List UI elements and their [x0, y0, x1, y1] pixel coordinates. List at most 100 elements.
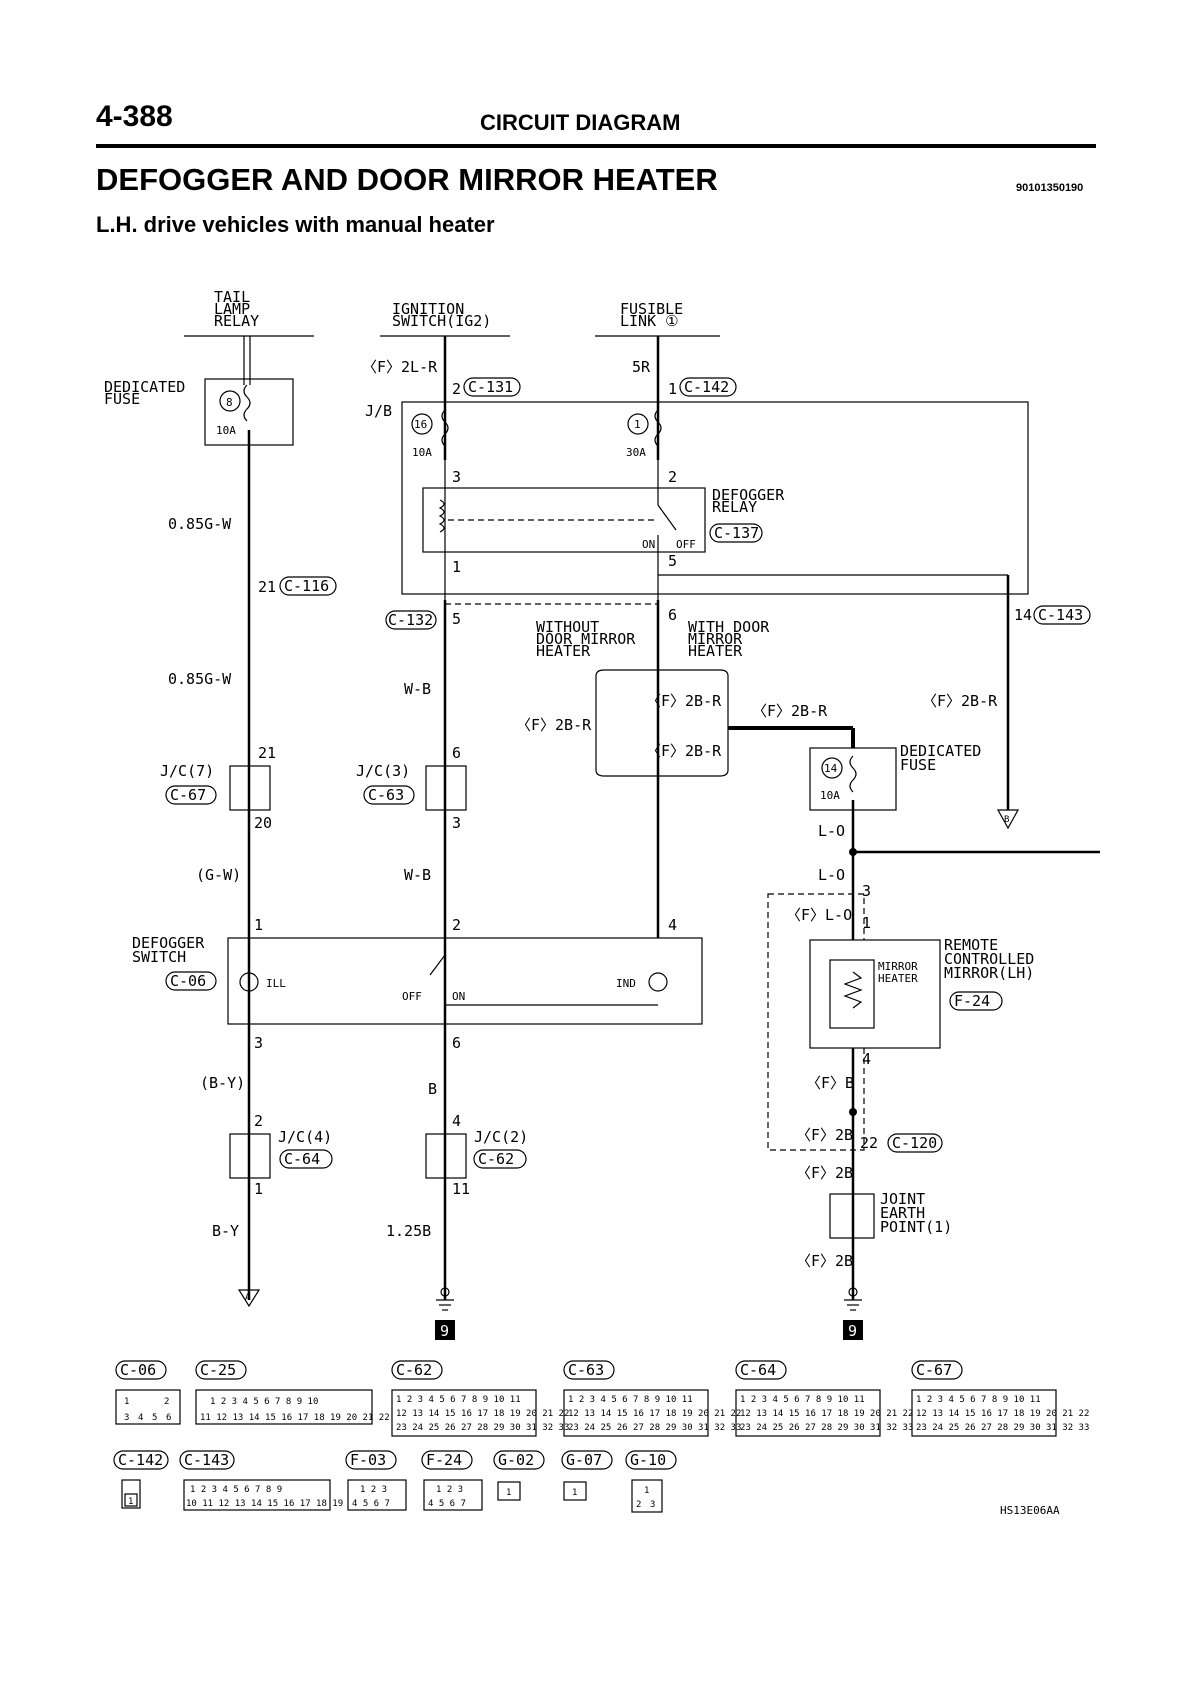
conn-c67-tag — [911, 1360, 963, 1380]
c63-tag — [363, 785, 415, 805]
mirror-heater-label-1: MIRROR — [878, 960, 918, 973]
page-title: DEFOGGER AND DOOR MIRROR HEATER — [96, 162, 718, 197]
wire-f2b-2: 〈F〉2B — [796, 1164, 853, 1182]
dedicated-fuse-label-1: DEDICATED — [104, 378, 185, 396]
connector-f24-face: 1 2 3 4 5 6 7 — [423, 1479, 483, 1511]
jc7-bottom-pin: 20 — [254, 814, 272, 832]
wire-wb-1: W-B — [404, 680, 431, 698]
joint-earth-label-2: EARTH — [880, 1204, 925, 1222]
mirror-heater-label-2: HEATER — [878, 972, 918, 985]
conn-c06-tag — [115, 1360, 167, 1380]
c132-label: C-132 — [388, 611, 433, 629]
f03-pins-bottom: 4 5 6 7 — [352, 1499, 390, 1509]
earth-right-badge — [843, 1320, 863, 1340]
conn-c62-label: C-62 — [396, 1361, 432, 1379]
connector-c67-face: 1 2 3 4 5 6 7 8 9 10 11 12 13 14 15 16 1… — [911, 1389, 1089, 1437]
jc2-label: J/C(2) — [474, 1128, 528, 1146]
c120-label: C-120 — [892, 1134, 937, 1152]
f24-label: F-24 — [954, 992, 990, 1010]
c143-pins-top: 1 2 3 4 5 6 7 8 9 — [190, 1485, 282, 1495]
conn-c143-label: C-143 — [184, 1451, 229, 1469]
without-label-1: WITHOUT — [536, 618, 599, 636]
jc4-label: J/C(4) — [278, 1128, 332, 1146]
c63-label: C-63 — [368, 786, 404, 804]
c116-tag — [279, 576, 337, 596]
ill-label: ILL — [266, 977, 286, 990]
c116-label: C-116 — [284, 577, 329, 595]
c131-label: C-131 — [468, 378, 513, 396]
g07-pin-1: 1 — [572, 1488, 577, 1498]
fuse-1-element — [654, 409, 662, 447]
connector-c142-face: 1 — [121, 1479, 141, 1509]
earth-left-badge — [435, 1320, 455, 1340]
f24-tag — [949, 991, 1003, 1011]
splice-fb — [849, 1108, 857, 1116]
switch-off: OFF — [402, 990, 422, 1003]
dedicated-fuse2-label-1: DEDICATED — [900, 742, 981, 760]
jc7-top-pin: 21 — [258, 744, 276, 762]
fuse-16-number-circle — [411, 413, 433, 435]
c142-pin-1: 1 — [128, 1497, 133, 1507]
c143-pins-bottom: 10 11 12 13 14 15 16 17 18 19 — [186, 1499, 343, 1509]
conn-c64-tag — [735, 1360, 787, 1380]
wire-b: B — [428, 1080, 437, 1098]
c67-label: C-67 — [170, 786, 206, 804]
defogger-relay-box — [422, 487, 706, 553]
relay-off: OFF — [676, 538, 696, 551]
with-label-1: WITH DOOR — [688, 618, 770, 636]
relay-contact — [657, 504, 677, 531]
conn-c142-label: C-142 — [118, 1451, 163, 1469]
earth-left-terminal — [440, 1287, 450, 1297]
f03-pins-top: 1 2 3 — [360, 1485, 387, 1495]
connector-c62-face: 1 2 3 4 5 6 7 8 9 10 11 12 13 14 15 16 1… — [391, 1389, 569, 1437]
tail-lamp-label-1: TAIL — [214, 288, 250, 306]
connector-c143-face: 1 2 3 4 5 6 7 8 9 10 11 12 13 14 15 16 1… — [183, 1479, 343, 1511]
remote-label-2: CONTROLLED — [944, 950, 1034, 968]
relay-pin-2: 2 — [668, 468, 677, 486]
c06-label: C-06 — [170, 972, 206, 990]
fuse-14-number: 14 — [824, 762, 838, 775]
earth-right-number: 9 — [848, 1322, 857, 1340]
wire-085gw-2: 0.85G-W — [168, 670, 232, 688]
arrow-b — [996, 809, 1020, 830]
wire-f2br-c: 〈F〉2B-R — [646, 742, 722, 760]
fuse-14-number-circle — [821, 757, 843, 779]
ignition-label-2: SWITCH(IG2) — [392, 312, 491, 330]
jc2-top-pin: 4 — [452, 1112, 461, 1130]
fuse-1-number-circle — [627, 413, 649, 435]
c63-pins-bottom: 23 24 25 26 27 28 29 30 31 32 33 — [568, 1423, 741, 1433]
switch-label-1: DEFOGGER — [132, 934, 205, 952]
junction-block — [401, 401, 1029, 595]
c120-pin: 22 — [860, 1134, 878, 1152]
fuse-8-number: 8 — [226, 396, 233, 409]
c06-pin-1: 1 — [124, 1397, 129, 1407]
jc3-bottom-pin: 3 — [452, 814, 461, 832]
conn-c06-label: C-06 — [120, 1361, 156, 1379]
mirror-pin-1: 1 — [862, 914, 871, 932]
conn-f24-tag — [421, 1450, 473, 1470]
c132-tag — [385, 610, 437, 630]
arrow-a-label: A — [245, 1293, 251, 1303]
remote-label-3: MIRROR(LH) — [944, 964, 1034, 982]
mirror-pin-3: 3 — [862, 882, 871, 900]
connector-g10-face: 1 2 3 — [631, 1479, 663, 1513]
c132-pin-5: 5 — [452, 610, 461, 628]
joint-earth-label-3: POINT(1) — [880, 1218, 952, 1236]
switch-label-2: SWITCH — [132, 948, 186, 966]
c132-pin-6: 6 — [668, 606, 677, 624]
c62-pins-bottom: 23 24 25 26 27 28 29 30 31 32 33 — [396, 1423, 569, 1433]
conn-g10-label: G-10 — [630, 1451, 666, 1469]
c67-pins-top: 1 2 3 4 5 6 7 8 9 10 11 — [916, 1395, 1041, 1405]
fuse-8-amp: 10A — [216, 424, 236, 437]
c06-pin-4: 4 — [138, 1413, 143, 1423]
c143-pin: 14 — [1014, 606, 1032, 624]
c06-pin-2: 2 — [164, 1397, 169, 1407]
connector-g02-face: 1 — [497, 1481, 521, 1501]
arrow-a — [237, 1289, 261, 1308]
without-label-2: DOOR MIRROR — [536, 630, 636, 648]
f24-pins-top: 1 2 3 — [436, 1485, 463, 1495]
dedicated-fuse-14-box — [809, 747, 897, 811]
wire-f2lr-label: 〈F〉2L-R — [362, 358, 438, 376]
connector-c64-face: 1 2 3 4 5 6 7 8 9 10 11 12 13 14 15 16 1… — [735, 1389, 913, 1437]
c06-pin-3: 3 — [124, 1413, 129, 1423]
